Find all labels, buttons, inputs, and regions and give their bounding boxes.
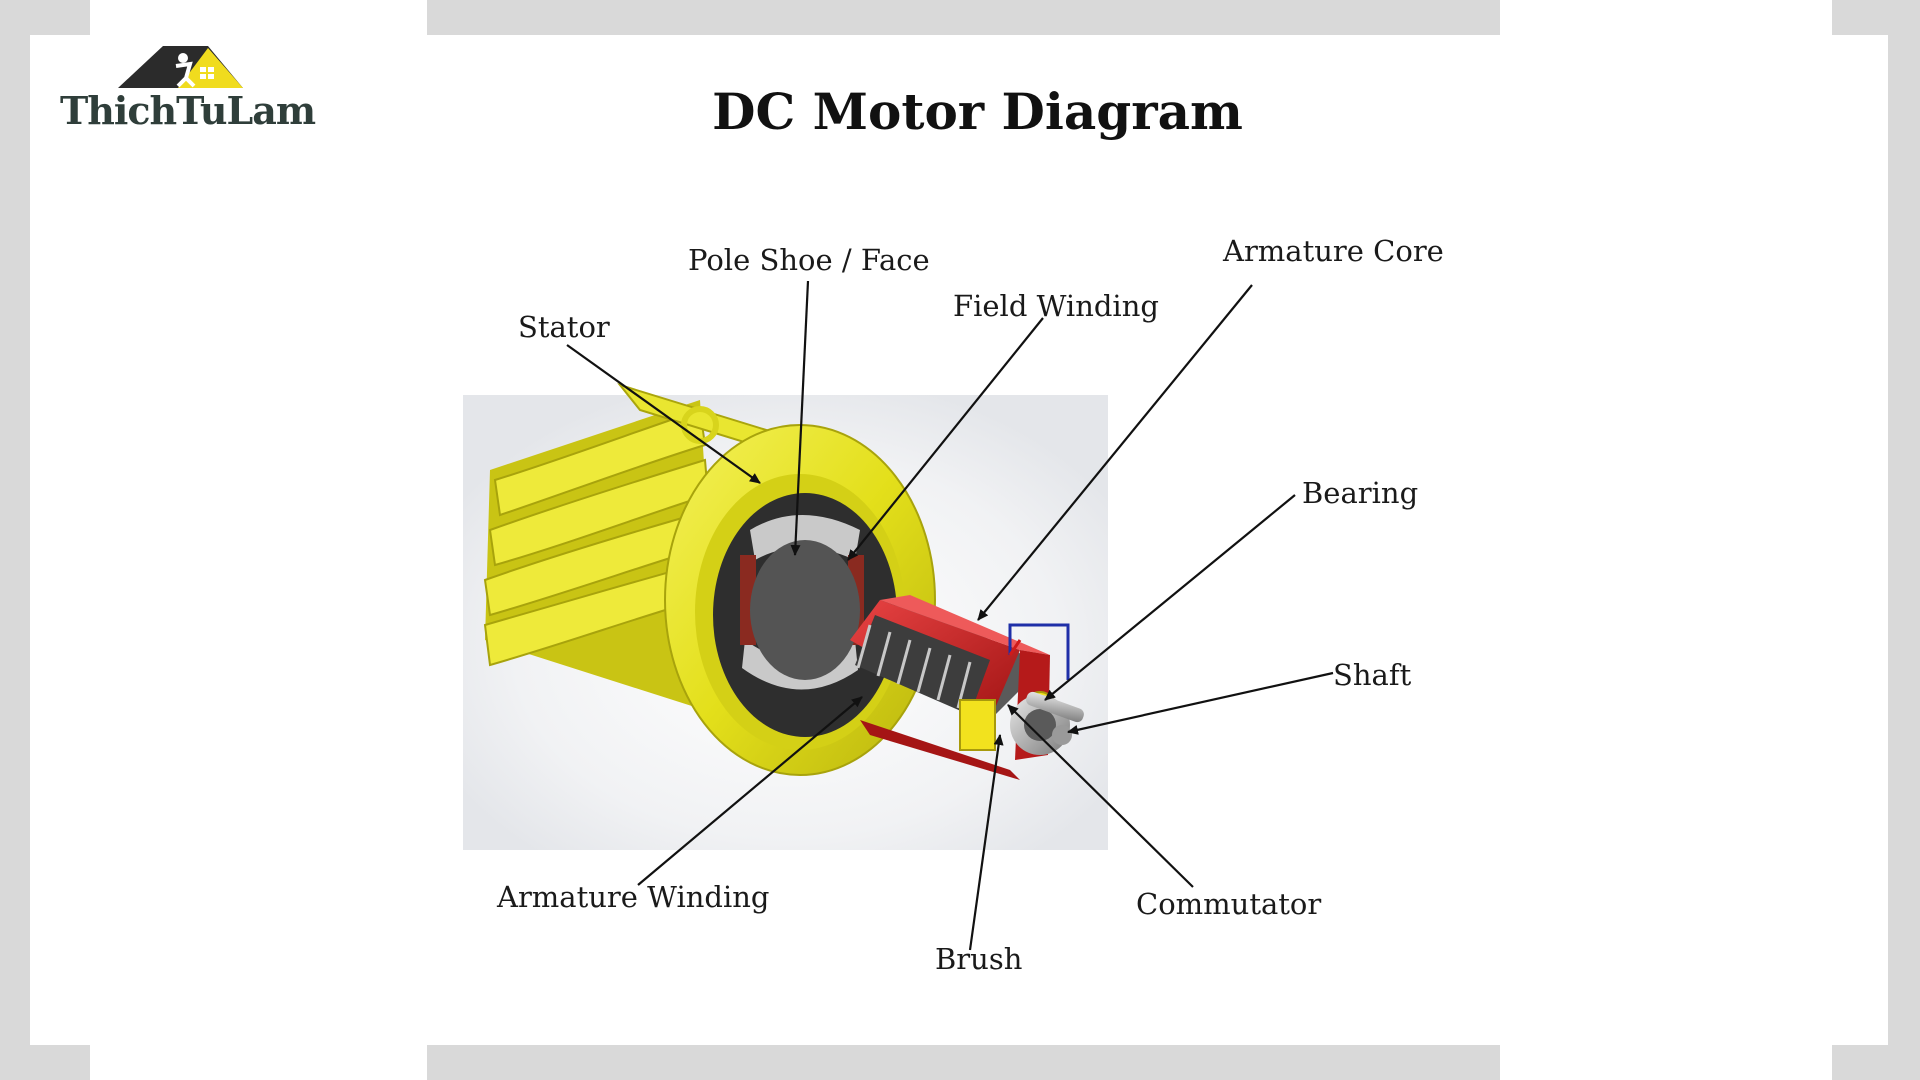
brand-logo-icon — [118, 46, 243, 88]
frame-left-bottom — [0, 1045, 90, 1080]
frame-left — [0, 0, 30, 1080]
label-commutator: Commutator — [1136, 887, 1322, 921]
leader-lines — [566, 280, 1334, 951]
label-stator: Stator — [518, 310, 610, 344]
stator-leader — [566, 344, 761, 484]
label-bearing: Bearing — [1302, 476, 1419, 510]
brush-leader — [968, 734, 1004, 951]
brand-name: ThichTuLam — [60, 88, 316, 133]
label-armature-core: Armature Core — [1223, 234, 1444, 268]
label-brush: Brush — [935, 942, 1023, 976]
frame-right-bottom — [1832, 1045, 1920, 1080]
label-shaft: Shaft — [1333, 658, 1412, 692]
commutator-leader — [1007, 704, 1194, 888]
label-field-winding: Field Winding — [953, 289, 1159, 323]
bearing-leader — [1044, 494, 1296, 701]
label-pole-shoe: Pole Shoe / Face — [688, 243, 930, 277]
shaft-leader — [1067, 671, 1334, 735]
frame-right — [1888, 0, 1920, 1080]
frame-bottom-center — [427, 1045, 1500, 1080]
page-title: DC Motor Diagram — [712, 82, 1243, 141]
armature-winding-leader — [637, 696, 863, 886]
armature-core-leader — [977, 284, 1253, 621]
pole-shoe-leader — [790, 280, 810, 556]
field-winding-leader — [847, 317, 1044, 561]
label-armature-winding: Armature Winding — [497, 880, 770, 914]
stator-part — [483, 383, 936, 776]
frame-top-center — [427, 0, 1500, 35]
commutator-part — [959, 623, 1084, 755]
